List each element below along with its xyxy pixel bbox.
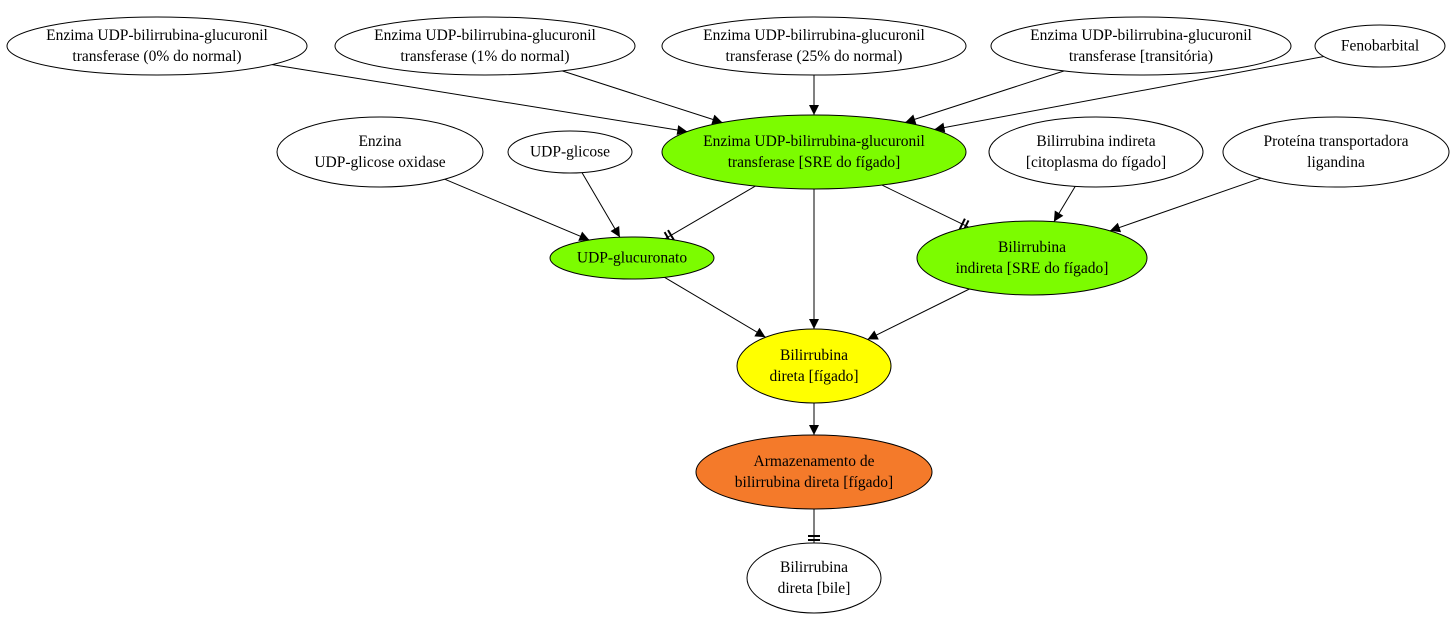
- edge-ligandina-to-bisre: [1109, 177, 1262, 233]
- edge-bisre-to-bdir: [867, 288, 970, 340]
- edge-enzsre-to-bisre: [881, 184, 970, 232]
- node-label: direta [fígado]: [769, 368, 858, 385]
- node-label: UDP-glucuronato: [577, 250, 687, 267]
- edge-line: [905, 70, 1065, 125]
- node-label: Bilirrubina: [780, 559, 848, 576]
- node-ellipse: [276, 116, 484, 188]
- node-enztrans: Enzima UDP-bilirrubina-glucuronil transfe…: [990, 16, 1292, 76]
- edge-line: [581, 172, 621, 238]
- node-ellipse: [334, 16, 636, 76]
- edge-enzsre-to-glucuronato: [663, 185, 756, 243]
- edge-oxid-to-glucuronato: [444, 178, 590, 241]
- nodes-layer: Enzima UDP-bilirrubina-glucuronil transfe…: [6, 16, 1450, 614]
- edge-line: [881, 184, 969, 228]
- node-label: transferase (1% do normal): [400, 48, 569, 65]
- node-label: Proteína transportadora: [1263, 133, 1408, 150]
- node-label: ligandina: [1307, 154, 1365, 171]
- node-bisre: Bilirrubina indireta [SRE do fígado]: [916, 220, 1148, 296]
- tee-bar: [958, 218, 966, 230]
- node-enz25: Enzima UDP-bilirrubina-glucuronil transfe…: [661, 16, 967, 76]
- node-ellipse: [507, 130, 633, 174]
- node-feno: Fenobarbital: [1314, 24, 1446, 68]
- tee-bar: [667, 229, 675, 241]
- node-ellipse: [990, 16, 1292, 76]
- node-label: transferase (0% do normal): [72, 48, 241, 65]
- node-label: direta [bile]: [778, 580, 851, 597]
- node-label: Enzima UDP-bilirrubina-glucuronil: [46, 27, 268, 44]
- node-label: [citoplasma do fígado]: [1026, 154, 1166, 171]
- node-bile: Bilirrubina direta [bile]: [746, 542, 882, 614]
- edge-line: [934, 56, 1324, 133]
- node-label: Fenobarbital: [1341, 38, 1419, 55]
- node-ellipse: [695, 434, 933, 510]
- node-label: Enzima UDP-bilirrubina-glucuronil: [703, 27, 925, 44]
- node-label: Enzima UDP-bilirrubina-glucuronil: [374, 27, 596, 44]
- node-enz1: Enzima UDP-bilirrubina-glucuronil transfe…: [334, 16, 636, 76]
- node-label: indireta [SRE do fígado]: [956, 260, 1109, 277]
- edge-line: [272, 64, 688, 135]
- node-label: Enzima UDP-bilirrubina-glucuronil: [703, 133, 925, 150]
- edge-glicose-to-glucuronato: [581, 172, 621, 238]
- edge-glucuronato-to-bdir: [664, 276, 766, 338]
- edge-line: [867, 288, 970, 340]
- node-label: bilirrubina direta [fígado]: [735, 474, 893, 491]
- edge-enztrans-to-enzsre: [905, 70, 1065, 125]
- node-bicito: Bilirrubina indireta [citoplasma do fígad…: [988, 116, 1204, 188]
- node-bdir: Bilirrubina direta [fígado]: [736, 328, 892, 404]
- node-ellipse: [661, 16, 967, 76]
- node-ellipse: [661, 114, 967, 190]
- node-ellipse: [746, 542, 882, 614]
- node-enzsre: Enzima UDP-bilirrubina-glucuronil transfe…: [661, 114, 967, 190]
- edge-line: [1109, 177, 1262, 233]
- node-ellipse: [916, 220, 1148, 296]
- edge-enz1-to-enzsre: [562, 70, 723, 125]
- node-ellipse: [549, 236, 715, 280]
- node-enz0: Enzima UDP-bilirrubina-glucuronil transfe…: [6, 16, 308, 76]
- node-label: Enzina: [358, 133, 401, 150]
- edge-line: [1053, 186, 1076, 222]
- node-ellipse: [736, 328, 892, 404]
- edge-feno-to-enzsre: [934, 56, 1324, 133]
- edge-line: [562, 70, 723, 125]
- node-label: Bilirrubina indireta: [1036, 133, 1155, 150]
- node-label: Bilirrubina: [780, 347, 848, 364]
- node-label: Bilirrubina: [998, 239, 1066, 256]
- node-label: UDP-glicose: [530, 144, 610, 161]
- edge-armaz-to-bile: [808, 509, 820, 543]
- edge-bicito-to-bisre: [1053, 186, 1076, 222]
- edge-line: [444, 178, 590, 241]
- node-label: transferase [transitória): [1069, 48, 1213, 65]
- node-label: transferase [SRE do fígado]: [728, 154, 901, 171]
- edge-line: [664, 185, 756, 240]
- node-label: Armazenamento de: [754, 453, 875, 470]
- node-label: transferase (25% do normal): [726, 48, 903, 65]
- node-ellipse: [6, 16, 308, 76]
- node-armaz: Armazenamento de bilirrubina direta [fíga…: [695, 434, 933, 510]
- node-ellipse: [988, 116, 1204, 188]
- node-ligandina: Proteína transportadora ligandina: [1222, 116, 1450, 188]
- node-glucuronato: UDP-glucuronato: [549, 236, 715, 280]
- edge-line: [664, 276, 766, 338]
- node-label: Enzima UDP-bilirrubina-glucuronil: [1030, 27, 1252, 44]
- node-ellipse: [1314, 24, 1446, 68]
- edge-enz0-to-enzsre: [272, 64, 688, 135]
- node-glicose: UDP-glicose: [507, 130, 633, 174]
- node-ellipse: [1222, 116, 1450, 188]
- node-label: UDP-glicose oxidase: [314, 154, 445, 171]
